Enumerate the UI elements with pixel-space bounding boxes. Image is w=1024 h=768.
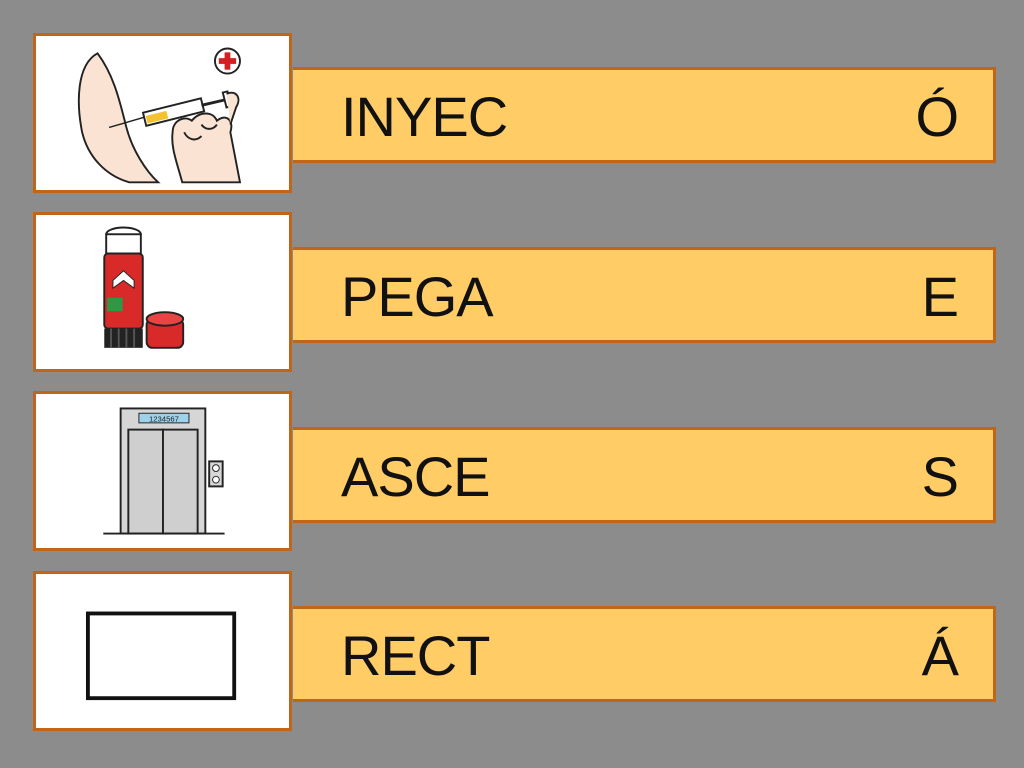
- missing-letter: E: [921, 265, 959, 328]
- elevator-icon: 1234567: [103, 407, 225, 535]
- word-bar-2: PEGA E: [293, 247, 996, 343]
- injection-card: [33, 33, 292, 193]
- word-fragment: INYEC: [341, 85, 508, 148]
- word-bar-4: RECT Á: [293, 606, 996, 702]
- rectangle-card: [33, 571, 292, 731]
- word-bar-3: ASCE S: [293, 427, 996, 523]
- word-fragment: PEGA: [341, 265, 494, 328]
- glue-stick-card: [33, 212, 292, 372]
- missing-letter: S: [921, 445, 959, 508]
- glue-stick-icon: [103, 226, 185, 349]
- missing-letter: Ó: [915, 85, 959, 148]
- word-fragment: ASCE: [341, 445, 490, 508]
- rectangle-icon: [85, 611, 237, 701]
- word-fragment: RECT: [341, 624, 490, 687]
- word-bar-1: INYEC Ó: [293, 67, 996, 163]
- floor-indicator: 1234567: [149, 414, 179, 423]
- injection-icon: [77, 47, 242, 184]
- missing-letter: Á: [921, 624, 959, 687]
- elevator-card: 1234567: [33, 391, 292, 551]
